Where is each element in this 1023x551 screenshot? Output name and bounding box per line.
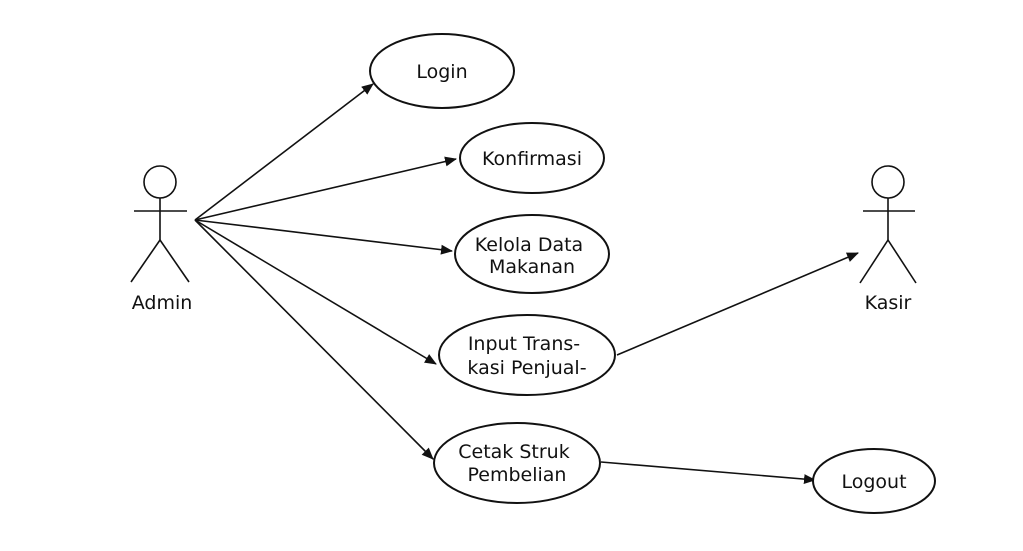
use-case-konfirmasi[interactable]: Konfirmasi [459, 122, 605, 194]
actor-admin[interactable]: Admin [130, 165, 193, 314]
use-case-kelola-data-makanan-label: Kelola Data Makanan [475, 234, 589, 278]
association-admin-kelola-data [194, 219, 453, 255]
association-cetak-struk-logout [600, 461, 816, 485]
association-admin-input-transaksi [194, 219, 437, 365]
association-lines [194, 83, 859, 485]
use-case-login-label: Login [416, 61, 467, 83]
association-admin-konfirmasi [194, 156, 457, 221]
actor-admin-label: Admin [132, 292, 193, 314]
use-case-logout-label: Logout [841, 471, 906, 493]
association-admin-cetak-struk [194, 219, 434, 460]
use-case-cetak-struk-label: Cetak Struk Pembelian [458, 441, 576, 486]
use-case-cetak-struk[interactable]: Cetak Struk Pembelian [433, 422, 601, 504]
use-case-login[interactable]: Login [369, 33, 515, 109]
use-case-input-transaksi-line-1: Input Trans- [468, 333, 580, 355]
use-case-input-transaksi[interactable]: Input Trans- kasi Penjual- [438, 314, 616, 396]
use-case-kelola-data-makanan-line-1: Kelola Data [475, 234, 583, 256]
use-case-kelola-data-makanan[interactable]: Kelola Data Makanan [454, 214, 610, 294]
use-case-kelola-data-makanan-ellipse [454, 214, 610, 294]
actor-kasir-left-leg [859, 239, 889, 284]
use-case-cetak-struk-ellipse [433, 422, 601, 504]
actor-kasir[interactable]: Kasir [859, 165, 917, 314]
use-case-logout[interactable]: Logout [812, 448, 936, 514]
use-case-cetak-struk-line-2: Pembelian [468, 464, 567, 486]
actor-kasir-head [871, 165, 905, 199]
use-case-input-transaksi-ellipse [438, 314, 616, 396]
use-case-konfirmasi-label: Konfirmasi [482, 148, 582, 170]
use-case-login-ellipse [369, 33, 515, 109]
actor-kasir-label: Kasir [865, 292, 912, 314]
use-case-input-transaksi-label: Input Trans- kasi Penjual- [467, 333, 586, 379]
actor-kasir-right-leg [887, 239, 917, 284]
association-admin-login [194, 83, 374, 221]
use-case-kelola-data-makanan-line-2: Makanan [489, 256, 575, 278]
use-case-input-transaksi-line-2: kasi Penjual- [467, 357, 586, 379]
use-case-konfirmasi-ellipse [459, 122, 605, 194]
actor-admin-left-leg [130, 239, 161, 283]
use-case-logout-ellipse [812, 448, 936, 514]
association-input-transaksi-kasir [616, 252, 859, 356]
use-case-cetak-struk-line-1: Cetak Struk [458, 441, 569, 463]
actor-admin-head [143, 165, 177, 199]
actor-admin-right-leg [159, 239, 190, 283]
